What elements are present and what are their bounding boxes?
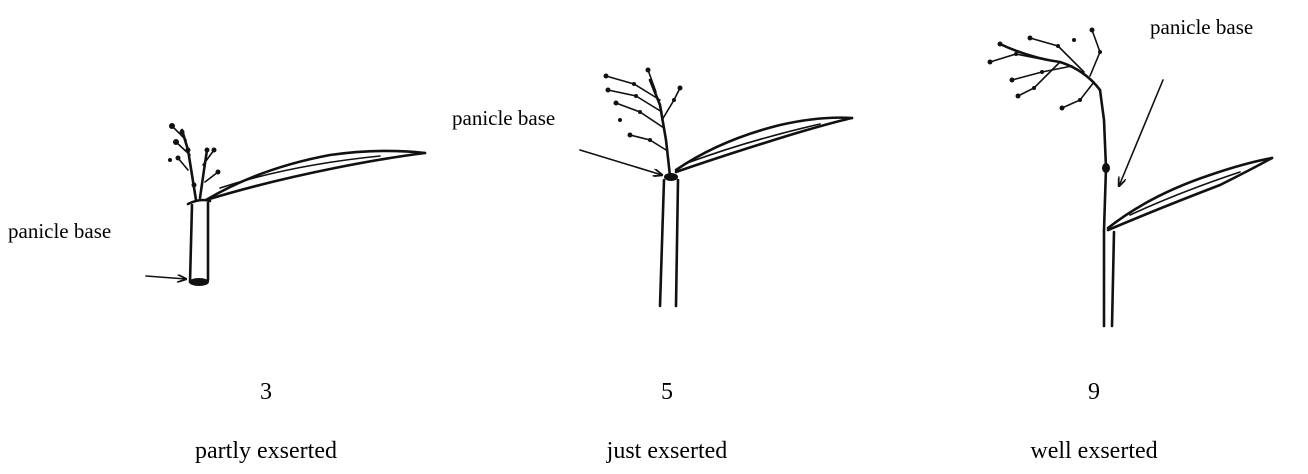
panicle-base-label-well: panicle base [1150, 15, 1254, 39]
description-well-exserted: well exserted [1030, 438, 1158, 464]
panicle-base-label-partly: panicle base [8, 219, 112, 243]
description-partly-exserted: partly exserted [195, 438, 337, 464]
score-partly-exserted: 3 [260, 379, 272, 405]
plant-drawing-just-exserted [579, 67, 854, 308]
panicle-base-label-just: panicle base [452, 106, 556, 130]
score-well-exserted: 9 [1088, 379, 1100, 405]
description-just-exserted: just exserted [606, 438, 728, 464]
score-just-exserted: 5 [661, 379, 673, 405]
plant-drawing-well-exserted [987, 27, 1274, 328]
plant-drawing-partly-exserted [145, 123, 427, 286]
